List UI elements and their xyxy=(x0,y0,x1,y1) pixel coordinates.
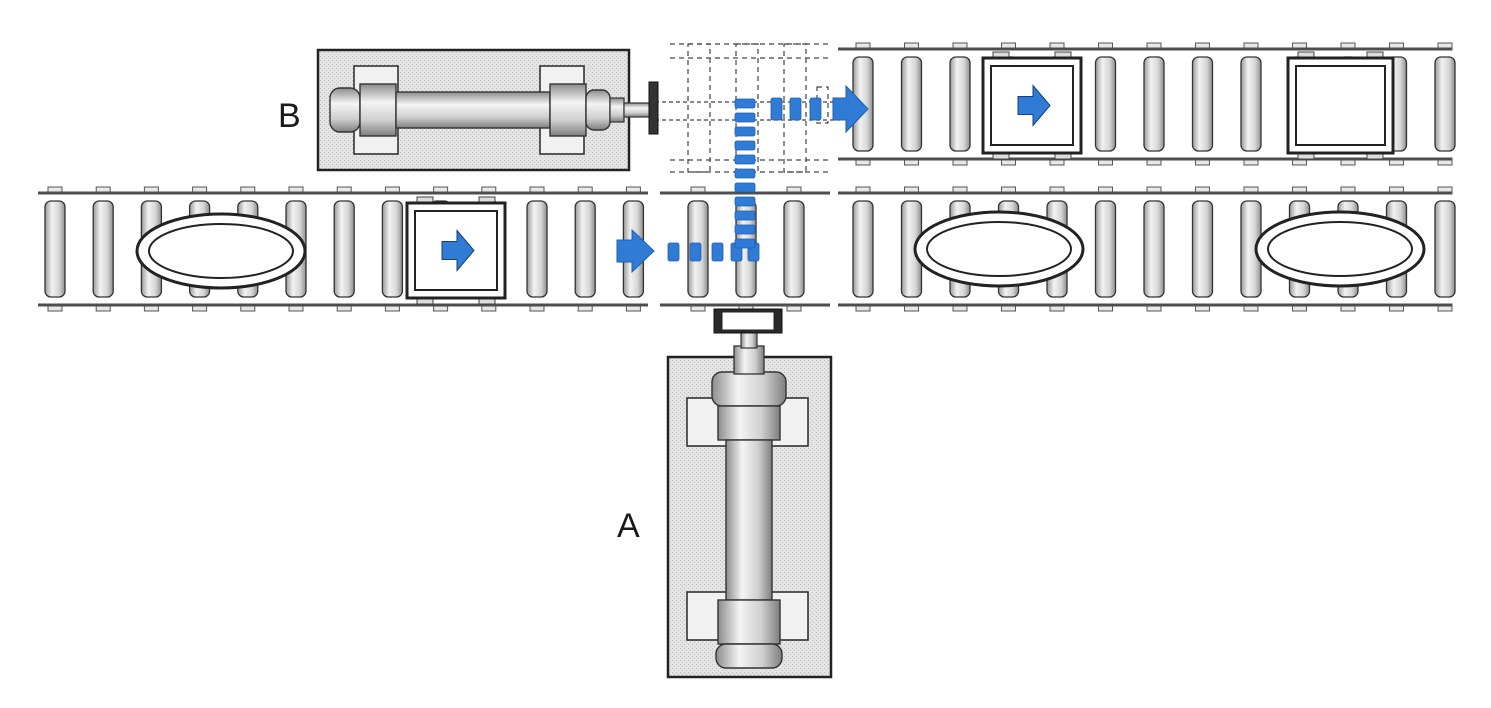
square-part-inner xyxy=(1295,65,1386,146)
roller xyxy=(44,200,66,298)
roller xyxy=(900,56,923,152)
roller xyxy=(1240,56,1262,152)
square-part xyxy=(1286,51,1395,160)
flow-arrows-layer xyxy=(616,84,869,274)
roller xyxy=(381,200,404,298)
flow-dash xyxy=(809,97,822,121)
pusher-cylinder-b xyxy=(316,48,659,172)
flow-dash xyxy=(734,168,756,179)
cylinder-a-collar-top xyxy=(717,405,781,441)
roller xyxy=(1434,56,1456,152)
roller xyxy=(1143,200,1165,298)
flow-arrow-icon xyxy=(441,229,475,272)
roller xyxy=(949,56,971,152)
oval-part-inner xyxy=(1267,221,1413,277)
roller xyxy=(1191,56,1214,152)
roller xyxy=(1143,56,1165,152)
roller xyxy=(1434,200,1456,298)
square-part-with-arrow xyxy=(981,51,1083,160)
cylinder-b-rod xyxy=(623,102,651,118)
flow-dash xyxy=(770,97,783,121)
flow-dash xyxy=(734,182,756,193)
oval-part xyxy=(913,210,1085,288)
flow-arrow-icon xyxy=(1017,84,1051,127)
cylinder-b-label: B xyxy=(278,97,301,135)
flow-dash xyxy=(689,242,702,262)
flow-dash xyxy=(734,210,756,221)
roller xyxy=(574,200,596,298)
parts-layer xyxy=(135,51,1426,305)
oval-part xyxy=(1254,210,1426,288)
flow-dash xyxy=(734,112,756,123)
roller xyxy=(1094,56,1117,152)
flow-dash xyxy=(734,196,756,207)
cylinder-a-nose xyxy=(711,371,787,407)
flow-dash xyxy=(734,140,756,151)
cylinder-a-end-cap xyxy=(715,643,783,669)
cylinder-b-collar-right xyxy=(549,83,587,137)
flow-dash xyxy=(734,224,756,235)
flow-dash xyxy=(789,97,802,121)
cylinder-a-label: A xyxy=(617,507,640,545)
flow-arrow-icon xyxy=(832,84,869,134)
cylinder-b-nose xyxy=(585,89,611,131)
oval-part xyxy=(135,212,307,290)
cylinder-a-barrel xyxy=(725,439,773,601)
roller xyxy=(92,200,114,298)
flow-arrow-icon xyxy=(616,228,655,274)
oval-part-inner xyxy=(148,223,294,279)
cylinder-b-collar-left xyxy=(359,83,397,137)
oval-part-inner xyxy=(926,221,1072,277)
roller xyxy=(1094,200,1117,298)
flow-dash xyxy=(667,242,680,262)
flow-dash xyxy=(734,98,756,109)
conveyor-left xyxy=(38,186,648,312)
cylinder-a-gland xyxy=(733,345,765,375)
flow-dash xyxy=(734,126,756,137)
cylinder-a-collar-bottom xyxy=(717,599,781,645)
flow-dash xyxy=(711,242,724,262)
flow-dash xyxy=(734,154,756,165)
roller xyxy=(852,200,874,298)
roller xyxy=(1191,200,1214,298)
roller xyxy=(783,200,805,298)
cylinder-b-gland xyxy=(609,97,625,123)
square-part-with-arrow xyxy=(405,196,507,305)
cylinder-a-pusher-inner xyxy=(721,311,775,331)
roller xyxy=(526,200,548,298)
roller xyxy=(333,200,355,298)
pusher-cylinder-a xyxy=(666,308,833,679)
cylinder-b-pusher-plate xyxy=(648,81,659,135)
flow-dash xyxy=(734,238,756,249)
cylinder-b-end-cap xyxy=(329,87,361,133)
cylinder-b-barrel xyxy=(395,91,551,129)
